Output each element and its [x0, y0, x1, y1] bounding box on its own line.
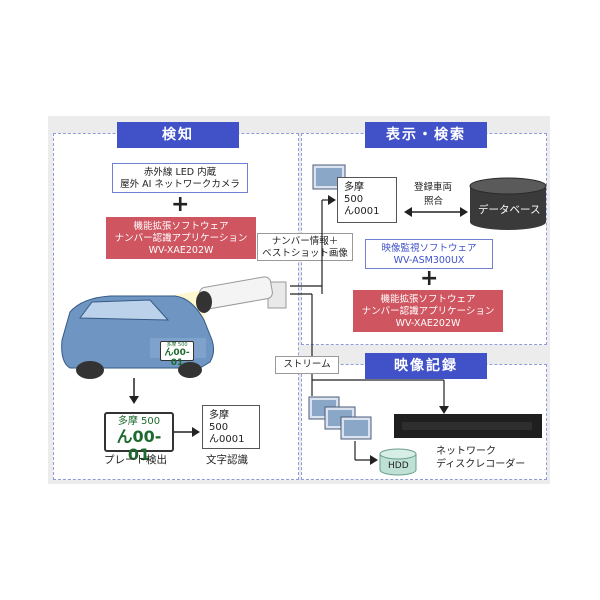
plate-large-bottom: ん00-01	[116, 427, 162, 464]
doc-left-line-2: 500	[209, 422, 229, 433]
ext-software-left-box: 機能拡張ソフトウェア ナンバー認識アプリケーション WV-XAE202W	[106, 217, 256, 259]
database-label: データベース	[478, 204, 541, 216]
number-info-box: ナンバー情報＋ ベストショット画像	[257, 233, 353, 261]
ext-left-line-2: ナンバー認識アプリケーション	[114, 233, 248, 244]
doc-left: 多摩 500 ん0001	[202, 405, 260, 449]
ext-left-line-1: 機能拡張ソフトウェア	[133, 221, 229, 232]
doc-right-line-2: 500	[344, 194, 364, 205]
nvr-label-line-1: ネットワーク	[436, 446, 496, 457]
monitor-software-line-2: WV-ASM300UX	[393, 255, 465, 266]
nvr-label-line-2: ディスクレコーダー	[436, 459, 526, 470]
number-info-line-2: ベストショット画像	[262, 248, 348, 259]
number-info-line-1: ナンバー情報＋	[271, 236, 339, 247]
registered-vehicle-label: 登録車両	[414, 182, 453, 193]
detection-title: 検知	[117, 122, 239, 148]
ext-software-right-box: 機能拡張ソフトウェア ナンバー認識アプリケーション WV-XAE202W	[353, 290, 503, 332]
monitor-software-box: 映像監視ソフトウェア WV-ASM300UX	[365, 239, 493, 269]
car-plate-small-bottom: ん00-01	[164, 348, 190, 368]
doc-left-line-1: 多摩	[209, 410, 229, 421]
ext-right-line-2: ナンバー認識アプリケーション	[361, 306, 495, 317]
car-plate-small-top: 多摩 500	[166, 342, 188, 348]
recording-title: 映像記録	[365, 353, 487, 379]
plate-detect-label: プレート検出	[104, 454, 167, 466]
camera-line-1: 赤外線 LED 内蔵	[143, 167, 217, 178]
monitor-software-line-1: 映像監視ソフトウェア	[381, 243, 477, 254]
ext-right-line-3: WV-XAE202W	[395, 318, 461, 329]
car-plate-small: 多摩 500 ん00-01	[160, 341, 194, 368]
doc-right-line-1: 多摩	[344, 182, 364, 193]
plate-large-top: 多摩 500	[117, 416, 161, 427]
display-title: 表示・検索	[365, 122, 487, 148]
stream-label: ストリーム	[283, 359, 331, 370]
plus-sign-right: +	[420, 266, 439, 291]
doc-left-line-3: ん0001	[209, 434, 245, 445]
doc-right-line-3: ん0001	[344, 206, 380, 217]
stream-box: ストリーム	[275, 356, 339, 374]
ext-left-line-3: WV-XAE202W	[148, 245, 214, 256]
camera-line-2: 屋外 AI ネットワークカメラ	[120, 179, 240, 190]
hdd-label: HDD	[388, 461, 409, 471]
collate-label: 照合	[424, 196, 444, 207]
char-recog-label: 文字認識	[206, 454, 248, 466]
plate-large: 多摩 500 ん00-01	[104, 412, 174, 464]
ext-right-line-1: 機能拡張ソフトウェア	[380, 294, 476, 305]
doc-right: 多摩 500 ん0001	[337, 177, 397, 223]
camera-description-box: 赤外線 LED 内蔵 屋外 AI ネットワークカメラ	[112, 163, 248, 193]
plus-sign: +	[171, 192, 190, 217]
